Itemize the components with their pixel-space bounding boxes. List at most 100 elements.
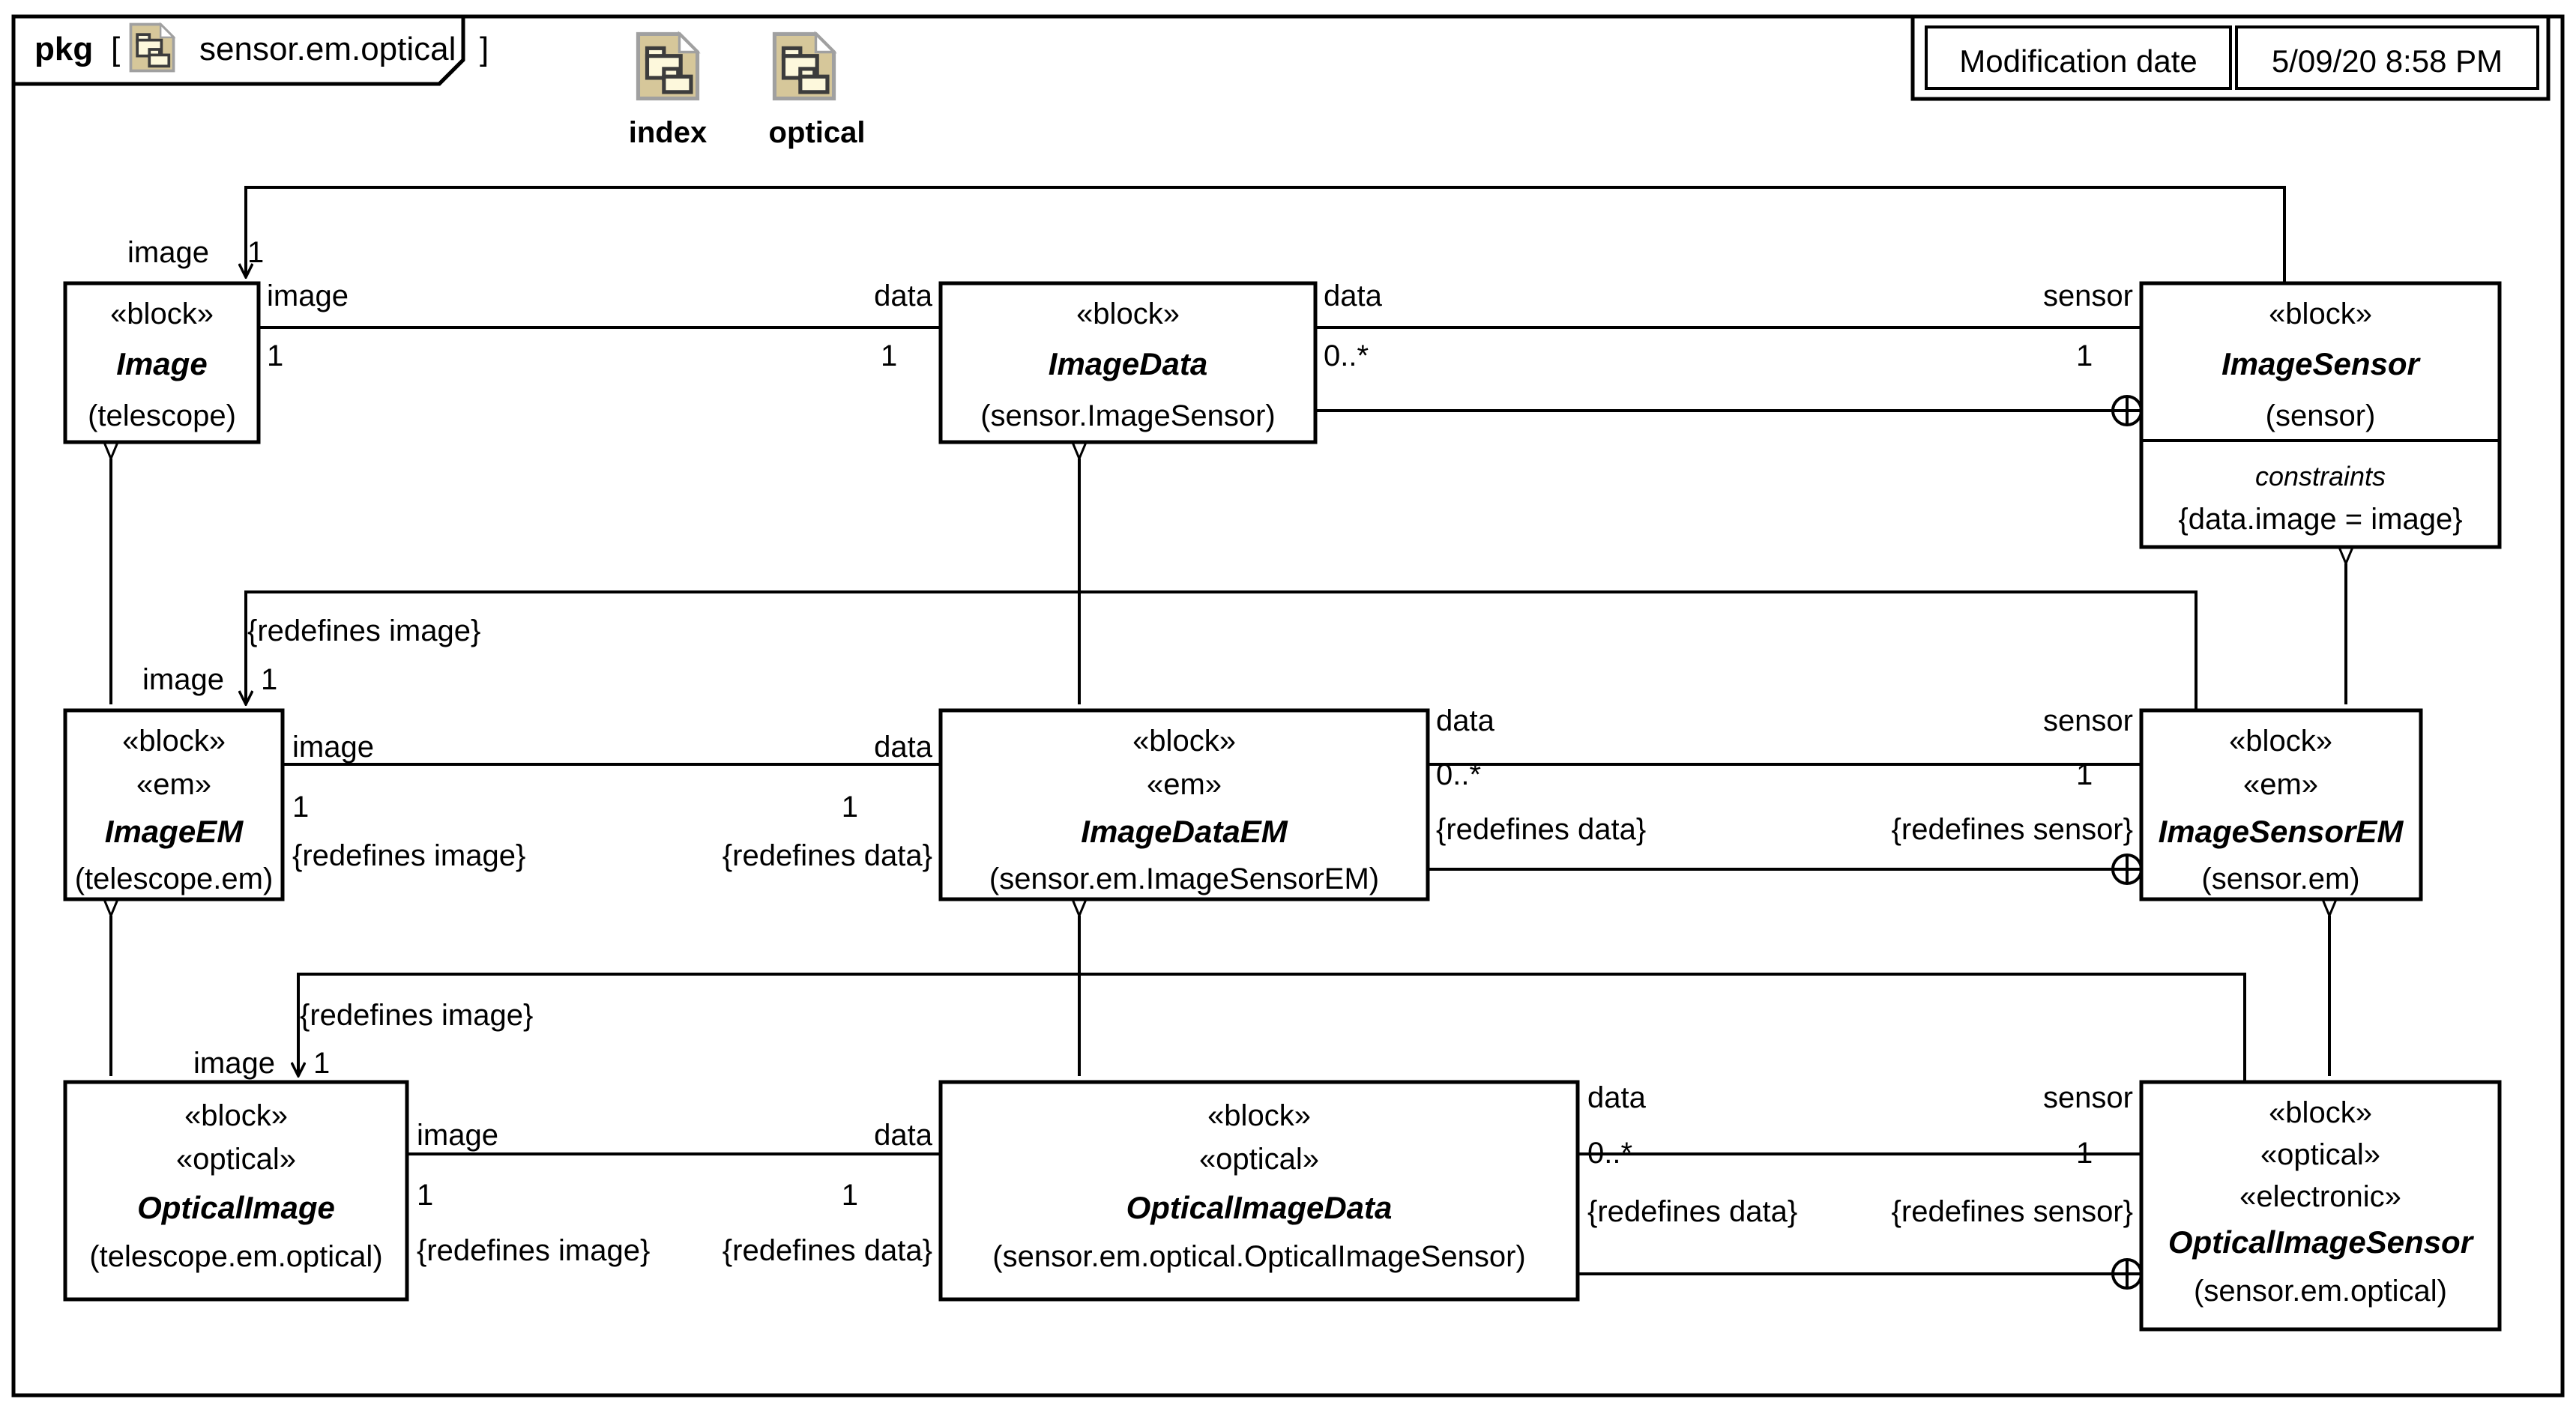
association-end-label: image bbox=[142, 663, 224, 696]
block-stereotype: «block» bbox=[122, 725, 226, 758]
constraint-expression: {data.image = image} bbox=[2178, 503, 2462, 536]
package-frame bbox=[11, 14, 2565, 1398]
block-image-sensor-em[interactable]: «block» «em» ImageSensorEM (sensor.em) bbox=[2159, 725, 2404, 895]
association-end-label: 1 bbox=[292, 791, 309, 824]
package-icon-label: optical bbox=[769, 116, 866, 149]
block-qualified-name: (telescope.em) bbox=[75, 862, 274, 895]
block-image[interactable]: «block» Image (telescope) bbox=[88, 297, 236, 432]
block-optical-image-data[interactable]: «block» «optical» OpticalImageData (sens… bbox=[992, 1099, 1525, 1273]
block-stereotype: «optical» bbox=[1199, 1143, 1319, 1176]
package-icon-label: index bbox=[629, 116, 707, 149]
block-qualified-name: (telescope) bbox=[88, 399, 236, 432]
association-end-label: 1 bbox=[842, 791, 858, 824]
association-end-label: 1 bbox=[261, 663, 277, 696]
assoc-imagesensor-image bbox=[246, 186, 2286, 283]
package-icon-optical-group[interactable]: optical bbox=[769, 31, 866, 149]
association-end-label: 1 bbox=[2076, 1137, 2093, 1170]
block-stereotype: «block» bbox=[2269, 1096, 2372, 1129]
block-qualified-name: (sensor.em.ImageSensorEM) bbox=[989, 862, 1379, 895]
block-name: ImageEM bbox=[105, 814, 244, 849]
association-end-label: 1 bbox=[247, 236, 264, 269]
block-qualified-name: (telescope.em.optical) bbox=[89, 1240, 382, 1273]
association-end-label: 1 bbox=[2076, 339, 2093, 372]
block-box-optical-image[interactable] bbox=[63, 1080, 409, 1302]
association-end-label: image bbox=[193, 1047, 275, 1080]
association-end-label: {redefines image} bbox=[300, 999, 533, 1032]
block-box-image-data[interactable] bbox=[938, 281, 1318, 444]
package-frame-name: sensor.em.optical bbox=[199, 31, 456, 67]
block-qualified-name: (sensor.ImageSensor) bbox=[980, 399, 1276, 432]
block-boxes bbox=[63, 281, 2502, 1332]
block-name: ImageData bbox=[1049, 346, 1207, 381]
block-qualified-name: (sensor.em) bbox=[2201, 862, 2359, 895]
block-image-data-em[interactable]: «block» «em» ImageDataEM (sensor.em.Imag… bbox=[989, 725, 1379, 895]
association-end-label: {redefines image} bbox=[417, 1234, 650, 1267]
block-optical-image-sensor[interactable]: «block» «optical» «electronic» OpticalIm… bbox=[2168, 1096, 2475, 1308]
block-stereotype: «optical» bbox=[2260, 1138, 2380, 1171]
block-name: Image bbox=[116, 346, 207, 381]
association-end-label: 0..* bbox=[1587, 1137, 1632, 1170]
association-end-label: 0..* bbox=[1324, 339, 1369, 372]
modification-value-cell bbox=[2235, 25, 2539, 90]
association-end-label: sensor bbox=[2043, 704, 2133, 737]
modification-date-value: 5/09/20 8:58 PM bbox=[2272, 43, 2503, 79]
association-end-label: data bbox=[874, 731, 933, 764]
association-end-label: {redefines image} bbox=[292, 839, 525, 872]
frame-package-icon bbox=[129, 22, 176, 73]
block-name: ImageSensor bbox=[2221, 346, 2421, 381]
association-end-label: {redefines image} bbox=[247, 614, 480, 647]
block-stereotype: «block» bbox=[1132, 725, 1236, 758]
package-icon bbox=[636, 31, 701, 101]
association-end-label: image bbox=[267, 280, 349, 312]
block-box-optical-image-sensor[interactable] bbox=[2139, 1080, 2502, 1332]
association-end-label: data bbox=[874, 1119, 933, 1152]
package-header: pkg [ sensor.em.optical ] bbox=[34, 31, 489, 67]
block-stereotype: «block» bbox=[184, 1099, 288, 1132]
block-box-image-data-em[interactable] bbox=[938, 708, 1430, 901]
association-end-label: {redefines data} bbox=[1436, 813, 1646, 846]
association-end-label: 1 bbox=[417, 1179, 433, 1212]
modification-date-table: Modification date 5/09/20 8:58 PM bbox=[1910, 14, 2551, 101]
bracket-open: [ bbox=[111, 31, 120, 67]
association-end-label: 1 bbox=[881, 339, 897, 372]
association-end-label: {redefines sensor} bbox=[1892, 1195, 2133, 1228]
association-end-label: 0..* bbox=[1436, 758, 1481, 791]
block-box-image-em[interactable] bbox=[63, 708, 285, 901]
block-name: ImageSensorEM bbox=[2159, 814, 2404, 849]
block-box-optical-image-data[interactable] bbox=[938, 1080, 1580, 1302]
block-stereotype: «electronic» bbox=[2239, 1180, 2401, 1213]
bracket-close: ] bbox=[480, 31, 489, 67]
association-end-label: sensor bbox=[2043, 280, 2133, 312]
block-qualified-name: (sensor) bbox=[2266, 399, 2376, 432]
block-stereotype: «em» bbox=[2243, 768, 2318, 801]
block-stereotype: «block» bbox=[1076, 297, 1180, 330]
association-end-label: image bbox=[292, 731, 374, 764]
association-end-label: data bbox=[874, 280, 933, 312]
block-qualified-name: (sensor.em.optical.OpticalImageSensor) bbox=[992, 1240, 1525, 1273]
block-optical-image[interactable]: «block» «optical» OpticalImage (telescop… bbox=[89, 1099, 382, 1273]
block-name: OpticalImageSensor bbox=[2168, 1224, 2475, 1260]
assoc-imagesensorem-image bbox=[246, 590, 2198, 710]
package-icon-index-group[interactable]: index bbox=[629, 31, 707, 149]
block-image-sensor[interactable]: «block» ImageSensor (sensor) constraints… bbox=[2178, 297, 2462, 536]
assoc-opticalimagesensor-image bbox=[298, 973, 2246, 1082]
block-box-image-sensor[interactable] bbox=[2139, 281, 2502, 549]
association-end-label: image bbox=[127, 236, 209, 269]
block-qualified-name: (sensor.em.optical) bbox=[2194, 1275, 2447, 1308]
block-image-em[interactable]: «block» «em» ImageEM (telescope.em) bbox=[75, 725, 274, 895]
block-box-image-sensor-em[interactable] bbox=[2139, 708, 2423, 901]
association-end-label: sensor bbox=[2043, 1081, 2133, 1114]
association-end-label: data bbox=[1324, 280, 1383, 312]
block-stereotype: «block» bbox=[2229, 725, 2332, 758]
block-name: OpticalImageData bbox=[1126, 1190, 1393, 1225]
association-end-label: 1 bbox=[313, 1047, 330, 1080]
association-end-label: {redefines sensor} bbox=[1892, 813, 2133, 846]
association-end-label: {redefines data} bbox=[723, 1234, 932, 1267]
block-box-image[interactable] bbox=[63, 281, 261, 444]
block-stereotype: «em» bbox=[136, 768, 211, 801]
association-end-label: data bbox=[1436, 704, 1495, 737]
block-image-data[interactable]: «block» ImageData (sensor.ImageSensor) bbox=[980, 297, 1276, 432]
